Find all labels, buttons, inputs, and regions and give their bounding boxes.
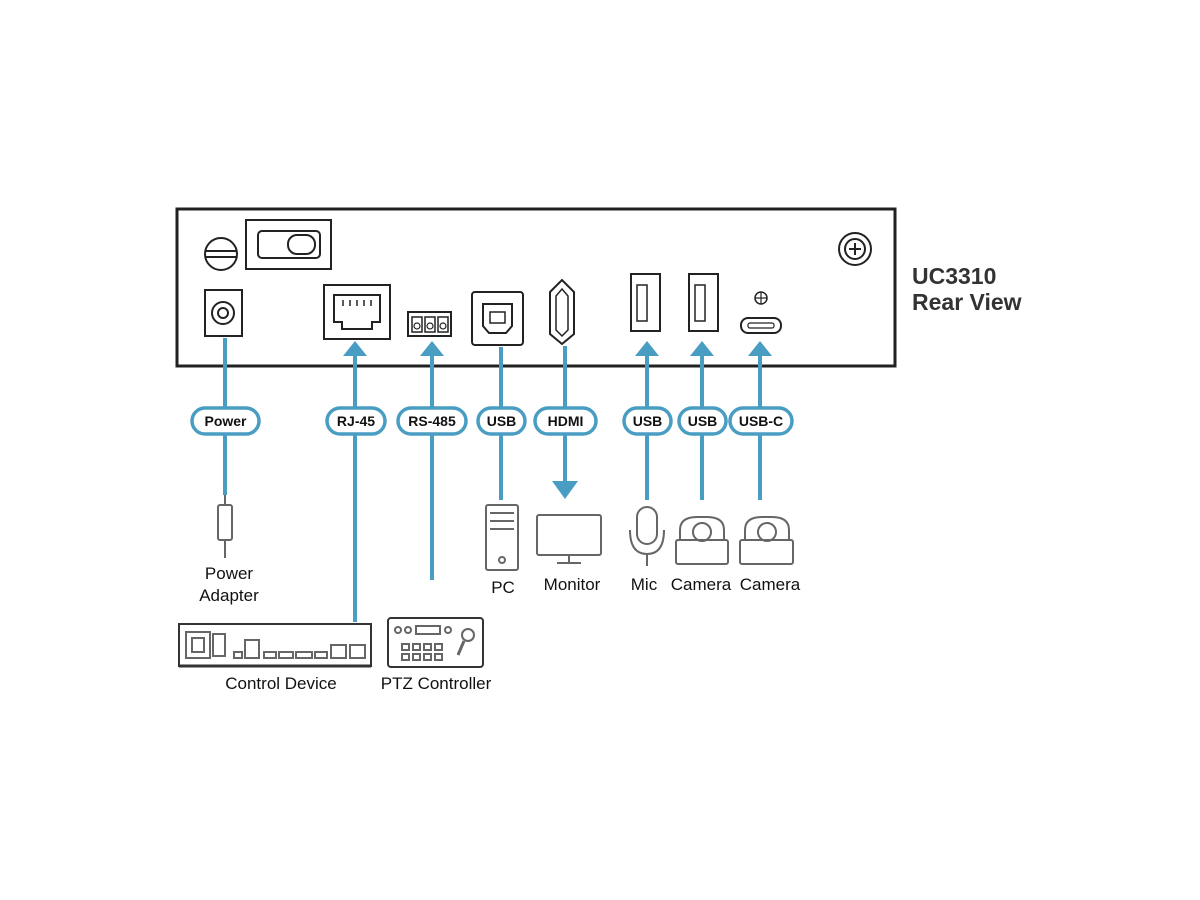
camera-label-1: Camera: [671, 575, 732, 594]
pc-label: PC: [491, 578, 515, 597]
power-switch: [245, 219, 332, 270]
power-adapter-label-line2: Adapter: [199, 586, 259, 605]
power-adapter-icon: [217, 495, 233, 558]
camera-icon-2: [739, 516, 794, 565]
pill-usb1: USB: [622, 406, 673, 436]
dc-jack-port: [204, 289, 243, 337]
pill-usb2-label: USB: [688, 413, 718, 429]
device-icons: [178, 495, 794, 668]
pill-rj45-label: RJ-45: [337, 413, 375, 429]
arrow-up-usb2: [690, 341, 714, 356]
pill-rj45: RJ-45: [325, 406, 387, 436]
pill-usb1-label: USB: [633, 413, 663, 429]
pill-power: Power: [190, 406, 261, 436]
pc-icon: [485, 504, 519, 571]
hdmi-port: [549, 278, 575, 346]
pill-usbb: USB: [476, 406, 527, 436]
pill-usbc: USB-C: [728, 406, 794, 436]
rs485-terminal-port: [407, 311, 452, 337]
port-labels: Power RJ-45 RS-485 USB HDMI USB USB USB: [190, 406, 794, 436]
rear-panel: [175, 207, 897, 368]
mic-label: Mic: [631, 575, 658, 594]
control-device-label: Control Device: [225, 674, 337, 693]
pill-power-label: Power: [204, 413, 247, 429]
arrow-up-usbc: [748, 341, 772, 356]
ptz-controller-label: PTZ Controller: [381, 674, 492, 693]
pill-hdmi: HDMI: [533, 406, 598, 436]
pill-rs485-label: RS-485: [408, 413, 456, 429]
rj45-port: [323, 284, 391, 340]
camera-label-2: Camera: [740, 575, 801, 594]
ground-terminal-icon: [838, 232, 872, 266]
arrowheads: [343, 341, 772, 499]
device-labels: Power Adapter PC Monitor Mic Camera Came…: [199, 564, 801, 693]
control-device-icon: [178, 623, 372, 668]
arrow-up-usb1: [635, 341, 659, 356]
mount-screw-icon: [204, 237, 238, 271]
ptz-controller-icon: [387, 617, 484, 668]
usb-b-port: [471, 291, 524, 346]
usb-c-port: [740, 291, 782, 334]
usb-a-port-1: [630, 273, 661, 332]
arrow-up-rj45: [343, 341, 367, 356]
pill-usbb-label: USB: [487, 413, 517, 429]
pill-usbc-label: USB-C: [739, 413, 783, 429]
arrow-up-rs485: [420, 341, 444, 356]
model-name: UC3310: [912, 263, 997, 289]
usb-c-symbol-icon: [754, 291, 768, 305]
pill-rs485: RS-485: [396, 406, 468, 436]
power-adapter-label-line1: Power: [205, 564, 254, 583]
monitor-icon: [536, 514, 602, 564]
arrow-down-hdmi: [552, 481, 578, 499]
usb-a-port-2: [688, 273, 719, 332]
pill-usb2: USB: [677, 406, 728, 436]
mic-icon: [629, 506, 665, 566]
monitor-label: Monitor: [544, 575, 601, 594]
view-name: Rear View: [912, 289, 1022, 315]
camera-icon-1: [675, 516, 729, 565]
pill-hdmi-label: HDMI: [548, 413, 584, 429]
